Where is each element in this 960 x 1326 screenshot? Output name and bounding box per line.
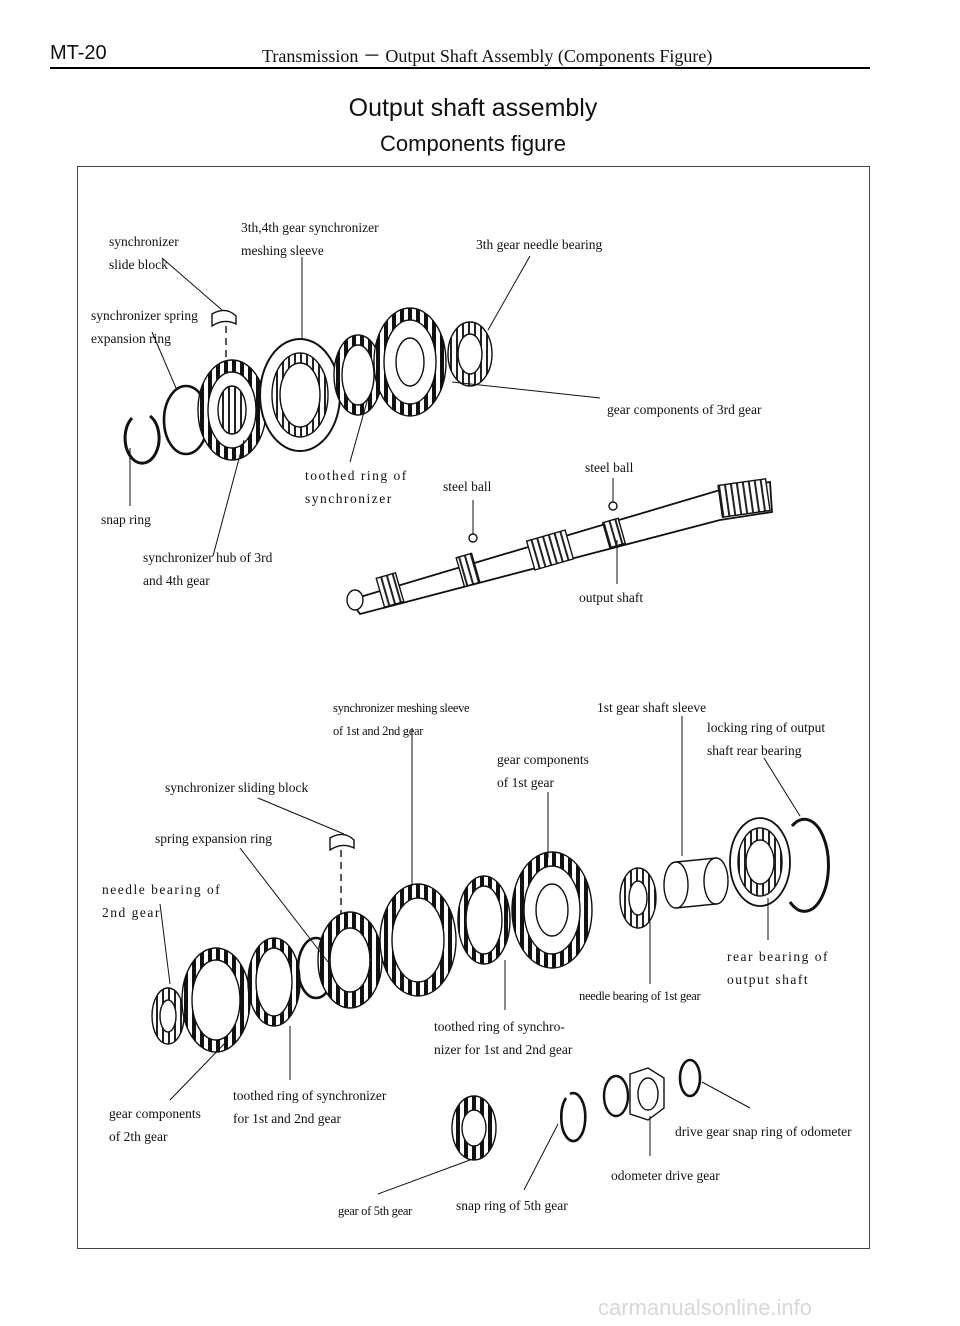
label-snap-ring-5th: snap ring of 5th gear (456, 1198, 568, 1213)
label-first-gear-shaft-sleeve: 1st gear shaft sleeve (597, 700, 707, 715)
label-synchronizer-slide-block: synchronizer slide block (109, 234, 179, 272)
locking-ring-part (788, 817, 830, 913)
label-needle-bearing-2nd: needle bearing of 2nd gear (102, 882, 222, 920)
label-toothed-ring-sync: toothed ring of synchronizer (305, 468, 408, 506)
odometer-snap-ring-part (678, 1058, 702, 1098)
label-spring-expansion-ring: spring expansion ring (155, 831, 272, 846)
label-toothed-ring-sync-12: toothed ring of synchronizer for 1st and… (233, 1088, 387, 1126)
gear-3rd-part (373, 307, 447, 417)
snap-ring-part (123, 414, 161, 465)
leaders-bottom (159, 716, 801, 1195)
label-snap-ring: snap ring (101, 512, 151, 527)
label-meshing-sleeve-34: 3th,4th gear synchronizer meshing sleeve (241, 220, 379, 258)
label-needle-bearing-3rd: 3th gear needle bearing (476, 237, 603, 252)
leaders-top (129, 255, 618, 584)
page-subtitle: Components figure (380, 131, 566, 156)
figure-frame (77, 166, 870, 1249)
shaft-sleeve-part (663, 857, 729, 909)
label-sync-meshing-sleeve-12: synchronizer meshing sleeve of 1st and 2… (333, 701, 470, 738)
label-drive-gear-snap-ring: drive gear snap ring of odometer (675, 1124, 852, 1139)
label-sync-sliding-block: synchronizer sliding block (165, 780, 309, 795)
meshing-sleeve-34-part (259, 338, 341, 452)
label-sync-hub-34: synchronizer hub of 3rd and 4th gear (143, 550, 273, 588)
label-output-shaft: output shaft (579, 590, 644, 605)
slide-block-bottom (329, 833, 355, 915)
gear-1st-part (511, 851, 593, 969)
needle-bearing-1st-part (619, 867, 657, 929)
meshing-sleeve-12-part (379, 883, 457, 997)
label-gear-5th: gear of 5th gear (338, 1204, 412, 1218)
label-odometer-drive-gear: odometer drive gear (611, 1168, 720, 1183)
sync-hub-12-part (317, 911, 383, 1009)
label-gear-components-1st: gear components of 1st gear (497, 752, 589, 790)
page-title: Output shaft assembly (348, 94, 598, 122)
label-gear-components-3rd: gear components of 3rd gear (607, 402, 762, 417)
label-spring-expansion-ring-top: synchronizer spring expansion ring (91, 308, 198, 346)
toothed-ring-12-part (247, 937, 301, 1027)
header-title: Transmission － Output Shaft Assembly (Co… (262, 46, 713, 66)
gear-2nd-part (181, 947, 251, 1053)
toothed-ring-synchro-12-part (457, 875, 511, 965)
label-steel-ball-left: steel ball (443, 479, 492, 494)
label-needle-bearing-1st: needle bearing of 1st gear (579, 989, 701, 1003)
output-shaft-part (346, 478, 773, 616)
odometer-gear-part (602, 1067, 665, 1121)
label-rear-bearing: rear bearing of output shaft (727, 949, 829, 987)
label-locking-ring-rear: locking ring of output shaft rear bearin… (707, 720, 826, 758)
label-steel-ball-right: steel ball (585, 460, 634, 475)
snap-ring-5th-part (560, 1091, 587, 1143)
label-toothed-ring-synchro-12: toothed ring of synchro- nizer for 1st a… (434, 1019, 573, 1057)
gear-5th-part (451, 1095, 497, 1161)
toothed-ring-sync-part (333, 334, 383, 416)
header-rule (50, 67, 870, 69)
page-code: MT-20 (50, 42, 107, 64)
label-gear-components-2nd: gear components of 2th gear (109, 1106, 201, 1144)
needle-bearing-3rd-part (447, 321, 493, 387)
watermark: carmanualsonline.info (598, 1295, 813, 1320)
sync-hub-34-part (197, 359, 267, 461)
rear-bearing-part (729, 817, 791, 907)
needle-bearing-2nd-part (151, 987, 185, 1045)
